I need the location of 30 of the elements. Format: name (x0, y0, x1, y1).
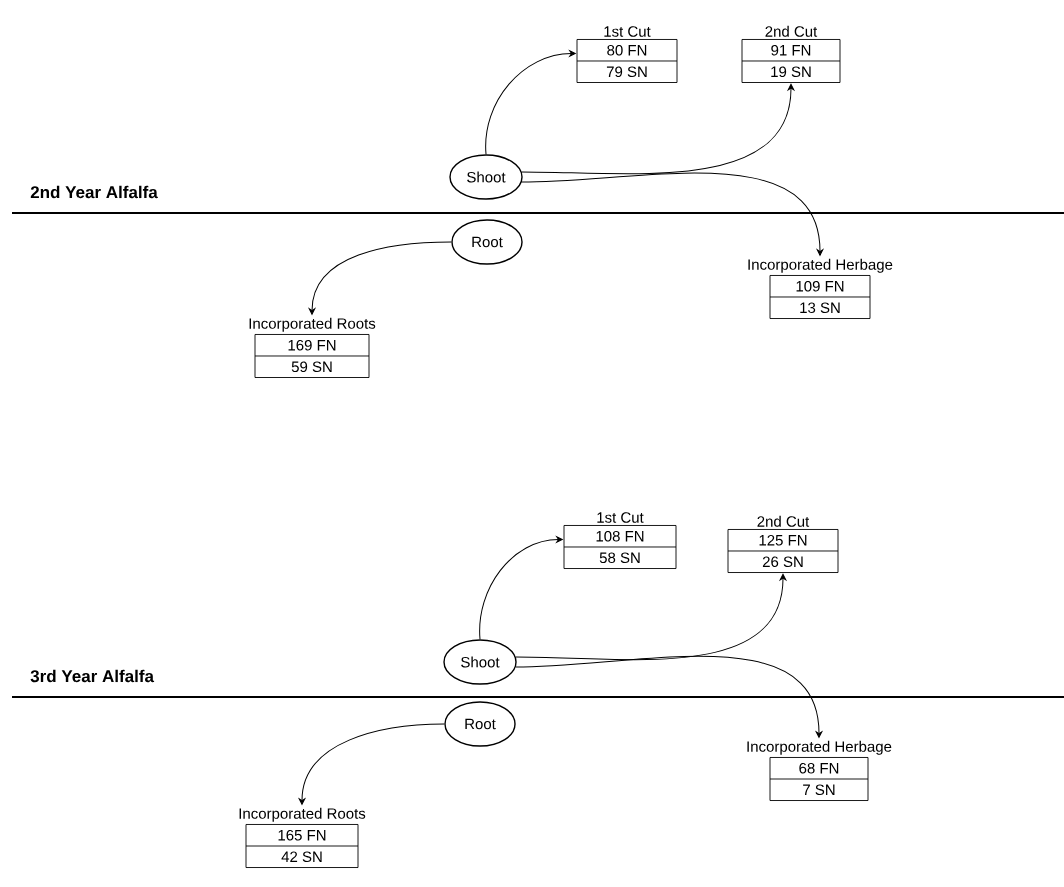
box-heading: Incorporated Roots (239, 807, 366, 822)
ellipse-node: Shoot (443, 639, 517, 685)
value-box: 91 FN 19 SN (741, 39, 841, 83)
arrow (485, 50, 576, 155)
arrow (521, 172, 824, 256)
box-heading: Incorporated Herbage (747, 740, 892, 755)
arrow (298, 723, 445, 805)
value-box: 109 FN 13 SN (769, 275, 871, 319)
section-title: 2nd Year Alfalfa (30, 185, 158, 199)
arrow (515, 573, 787, 661)
box-heading: 1st Cut (597, 512, 644, 523)
ellipse-node: Shoot (449, 154, 523, 200)
section-title: 3rd Year Alfalfa (30, 669, 155, 683)
box-heading: 2nd Cut (765, 25, 818, 37)
box-heading: Incorporated Roots (249, 317, 376, 332)
value-box: 68 FN 7 SN (769, 757, 869, 801)
arrow (515, 656, 823, 738)
ellipse-node: Root (451, 219, 523, 265)
value-box: 165 FN 42 SN (245, 824, 359, 868)
box-heading: 1st Cut (604, 26, 651, 37)
arrow (479, 536, 563, 640)
box-heading: Incorporated Herbage (748, 258, 893, 273)
value-box: 125 FN 26 SN (727, 529, 839, 573)
ellipse-node: Root (444, 701, 516, 747)
value-box: 169 FN 59 SN (254, 334, 370, 378)
arrow (308, 241, 452, 315)
value-box: 108 FN 58 SN (563, 525, 677, 569)
box-heading: 2nd Cut (757, 515, 810, 527)
arrow (521, 83, 795, 175)
value-box: 80 FN 79 SN (576, 39, 678, 83)
